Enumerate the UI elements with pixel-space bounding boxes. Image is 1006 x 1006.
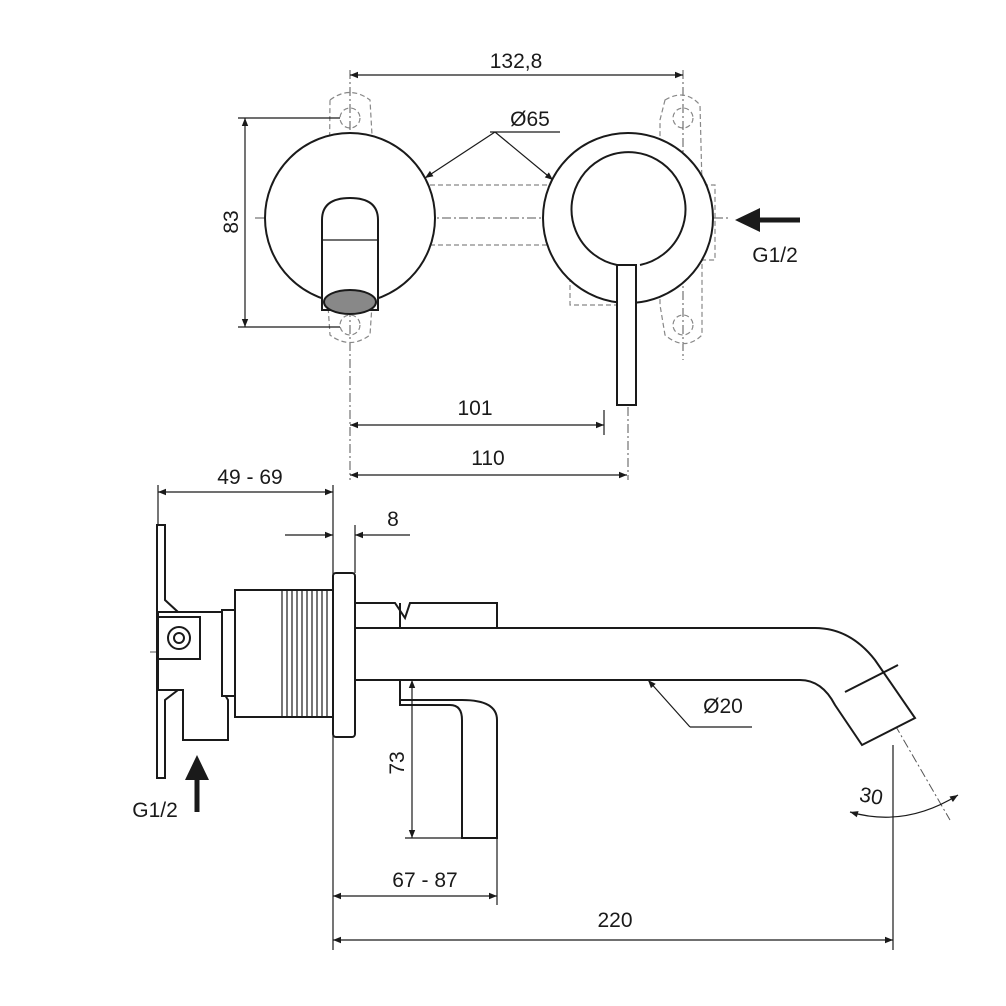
spout-outlet <box>323 289 377 315</box>
handle-lever <box>355 679 498 839</box>
label-inlet-top: G1/2 <box>752 244 798 267</box>
thread-lines <box>281 590 328 717</box>
front-view: 132,8 Ø65 83 G1/2 101 110 <box>220 50 800 480</box>
wall-plate <box>332 572 356 738</box>
valve-nut <box>157 616 201 660</box>
dim-wall-depth: 49 - 69 <box>217 466 282 489</box>
dim-plate-diameter: Ø65 <box>510 108 550 131</box>
dim-angle: 30 <box>858 783 885 810</box>
dim-spout-length: 220 <box>597 909 632 932</box>
spout <box>354 627 917 747</box>
mixer-lever <box>616 264 637 406</box>
handle-top <box>355 602 498 629</box>
dim-handle-projection: 67 - 87 <box>392 869 457 892</box>
dim-top-width: 132,8 <box>490 50 543 73</box>
dim-plate-thickness: 8 <box>387 508 399 531</box>
dim-height: 83 <box>220 210 243 233</box>
spout-front <box>321 196 379 311</box>
dim-spout-diameter: Ø20 <box>703 695 743 718</box>
label-inlet-side: G1/2 <box>132 799 178 822</box>
dim-handle-height: 73 <box>386 751 409 774</box>
side-view: 49 - 69 8 73 Ø20 30 G1/2 67 - 87 220 <box>132 466 959 950</box>
inlet-arrow-icon <box>735 208 760 232</box>
inlet-arrow-icon <box>185 755 209 780</box>
mixer-cartridge <box>570 151 687 266</box>
threaded-body <box>234 589 334 718</box>
dim-101: 101 <box>457 397 492 420</box>
dim-110: 110 <box>471 447 504 470</box>
